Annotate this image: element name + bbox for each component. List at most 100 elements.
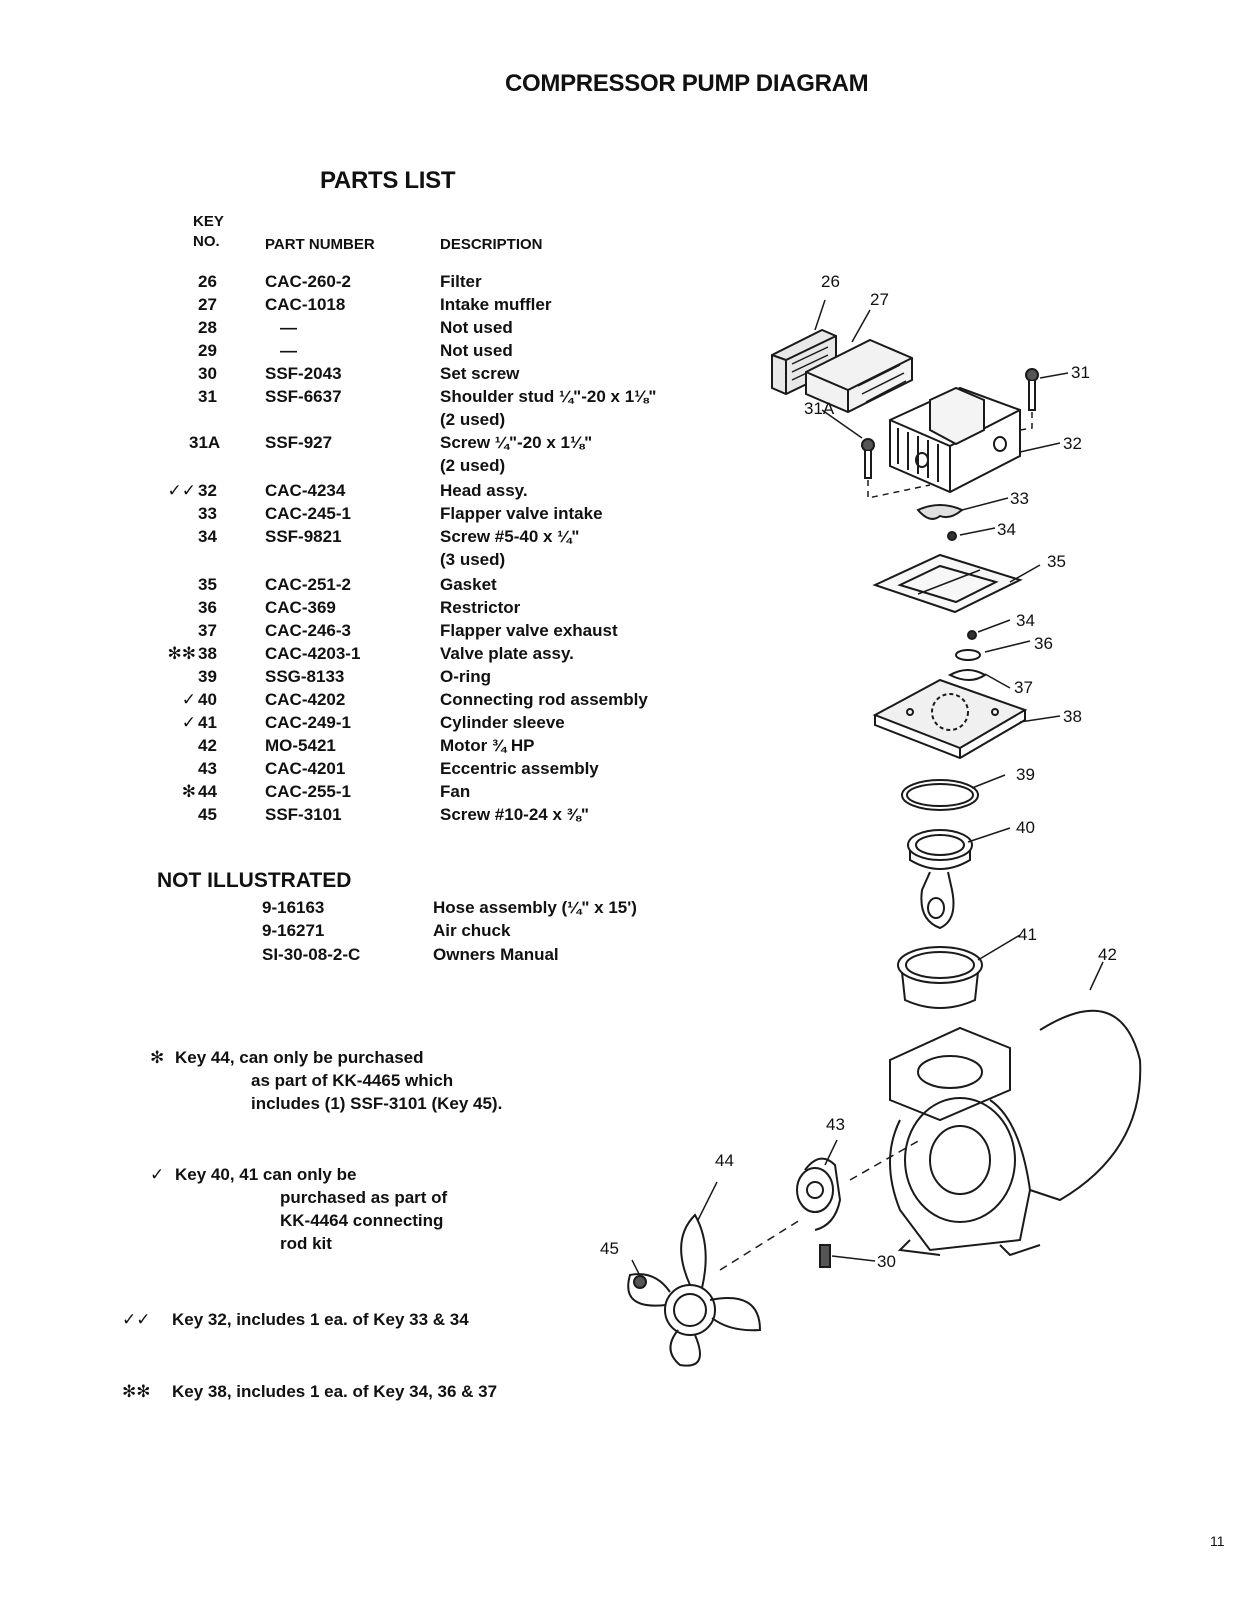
page-number: 11 [1210,1533,1225,1549]
row-key: 32 [198,481,217,500]
callout-26: 26 [821,272,840,291]
table-row: 34 SSF-9821 Screw #5-40 x ¼" [0,527,720,550]
footnote-mark: ✓ [150,1165,165,1184]
row-part-number: CAC-245-1 [265,504,351,523]
row-part-number: SSF-6637 [265,387,342,406]
table-row: 31 SSF-6637 Shoulder stud ¼"-20 x 1⅛" [0,387,720,410]
footnote-line: KK-4464 connecting [280,1211,444,1230]
list-item: SI-30-08-2-C Owners Manual [0,945,720,968]
row-mark: ✓ [181,713,196,732]
callout-43: 43 [826,1115,845,1134]
table-row: ✻✻ 38 CAC-4203-1 Valve plate assy. [0,644,720,667]
exploded-pump-diagram: 26 27 31 31A 32 33 34 35 34 36 37 38 39 … [600,272,1142,1367]
table-row: 31A SSF-927 Screw ¼"-20 x 1⅛" [0,433,720,456]
table-row: 39 SSG-8133 O-ring [0,667,720,690]
flapper-valve-intake-part [916,504,964,520]
row-key: 44 [198,782,217,801]
row-key: 28 [198,318,217,337]
row-key: 43 [198,759,217,778]
callout-27: 27 [870,290,889,309]
row-part-number: — [280,318,297,337]
row-key: 27 [198,295,217,314]
table-row: ✓✓ 32 CAC-4234 Head assy. [0,481,720,504]
o-ring-part [901,779,979,811]
row-description: (3 used) [440,550,506,569]
row-part-number: SSF-2043 [265,364,342,383]
parts-list-title: PARTS LIST [320,167,456,194]
footnote-line: Key 40, 41 can only be [175,1165,357,1184]
callout-39: 39 [1016,765,1035,784]
connecting-rod-part [907,829,973,930]
table-row: 30 SSF-2043 Set screw [0,364,720,387]
table-row: (2 used) [0,410,720,433]
row-description: Flapper valve exhaust [440,621,618,640]
row-description: Gasket [440,575,497,594]
item-description: Air chuck [433,921,511,940]
table-row: (3 used) [0,550,720,573]
row-part-number: MO-5421 [265,736,336,755]
row-key: 36 [198,598,217,617]
row-description: Not used [440,341,513,360]
row-key: 38 [198,644,217,663]
set-screw-30-part [819,1244,831,1268]
list-item: 9-16271 Air chuck [0,921,720,944]
row-key: 37 [198,621,217,640]
row-key: 39 [198,667,217,686]
footnote-text: Key 32, includes 1 ea. of Key 33 & 34 [172,1310,469,1329]
shoulder-stud-31-part [1025,368,1039,411]
row-description: Screw #5-40 x ¼" [440,527,580,546]
head-assembly-part [889,386,1021,494]
row-key: 31A [189,433,221,452]
footnote-line: Key 44, can only be purchased [175,1048,424,1067]
table-row: 36 CAC-369 Restrictor [0,598,720,621]
footnote-line: as part of KK-4465 which [251,1071,454,1090]
row-part-number: SSF-927 [265,433,333,452]
cylinder-sleeve-part [897,946,983,1009]
row-description: Shoulder stud ¼"-20 x 1⅛" [440,387,657,406]
callout-41: 41 [1018,925,1037,944]
callout-38: 38 [1063,707,1082,726]
restrictor-and-exhaust-valve-part [947,630,987,681]
footnote-mark: ✻✻ [122,1382,151,1401]
callout-35: 35 [1047,552,1066,571]
row-key: 40 [198,690,217,709]
item-part-number: 9-16163 [262,898,325,917]
motor-part [889,1009,1142,1257]
row-description: Screw ¼"-20 x 1⅛" [440,433,593,452]
table-row: 29 — Not used [0,341,720,364]
table-row: ✓ 40 CAC-4202 Connecting rod assembly [0,690,720,713]
list-item: 9-16163 Hose assembly (¼" x 15') [0,898,720,921]
callout-37: 37 [1014,678,1033,697]
callout-44: 44 [715,1151,734,1170]
key-header-line2: NO. [193,233,220,250]
footnote-line: rod kit [280,1234,332,1253]
row-description: O-ring [440,667,491,686]
row-description: Motor ¾ HP [440,736,535,755]
screw-31a-part [861,438,875,479]
row-key: 34 [198,527,217,546]
row-part-number: CAC-4234 [265,481,346,500]
callout-31: 31 [1071,363,1090,382]
row-part-number: CAC-251-2 [265,575,351,594]
row-key: 41 [198,713,217,732]
description-header: DESCRIPTION [440,236,543,253]
callout-33: 33 [1010,489,1029,508]
row-mark: ✓✓ [167,481,197,500]
table-row: 43 CAC-4201 Eccentric assembly [0,759,720,782]
gasket-part [872,553,1023,614]
row-mark: ✻ [181,782,196,801]
row-part-number: — [280,341,297,360]
row-description: Screw #10-24 x ⅜" [440,805,589,824]
table-row: ✓ 41 CAC-249-1 Cylinder sleeve [0,713,720,736]
callout-36: 36 [1034,634,1053,653]
page-title: COMPRESSOR PUMP DIAGRAM [505,70,869,97]
row-part-number: CAC-4202 [265,690,346,709]
row-description: (2 used) [440,410,506,429]
footnote-text: Key 38, includes 1 ea. of Key 34, 36 & 3… [172,1382,498,1401]
item-description: Hose assembly (¼" x 15') [433,898,637,917]
screw-45-part [633,1275,647,1289]
row-key: 26 [198,272,217,291]
valve-plate-part [872,678,1028,760]
callout-45: 45 [600,1239,619,1258]
footnote-line: purchased as part of [280,1188,448,1207]
